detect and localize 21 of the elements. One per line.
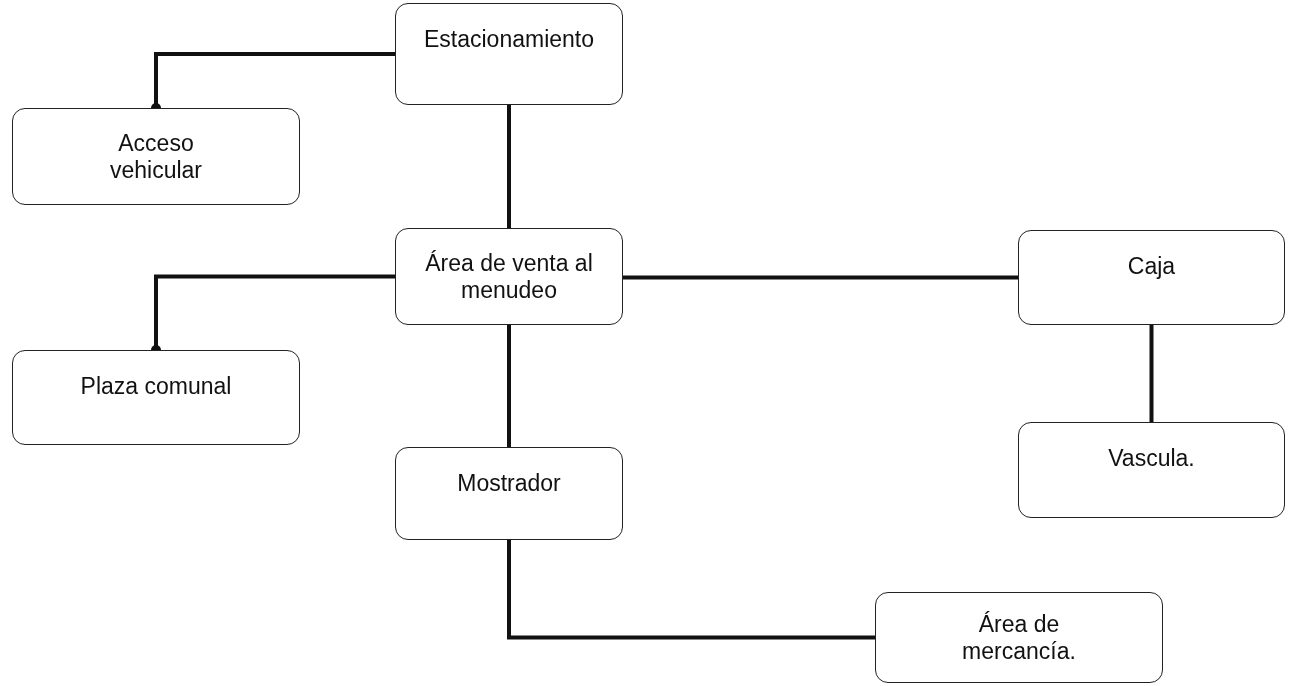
connector-line	[507, 325, 511, 447]
box-label: Mostrador	[457, 470, 561, 497]
box-label: Plaza comunal	[80, 373, 232, 400]
box-label: Área de mercancía.	[961, 611, 1077, 664]
box-label: Vascula.	[1108, 445, 1195, 472]
rounded-box	[395, 447, 623, 540]
connector-line	[1149, 325, 1154, 422]
box-label: Caja	[1127, 253, 1176, 280]
rounded-box	[1018, 230, 1285, 325]
box-label: Estacionamiento	[423, 26, 594, 53]
box-label: Acceso vehicular	[108, 130, 203, 183]
connector-line	[623, 275, 1018, 280]
rounded-box	[875, 592, 1163, 683]
box-label: Área de venta al menudeo	[424, 250, 594, 303]
rounded-box	[395, 228, 623, 325]
connector-line	[507, 105, 511, 228]
rounded-box	[395, 3, 623, 105]
rounded-box	[12, 350, 300, 445]
rounded-box	[12, 108, 300, 205]
connector-line	[507, 540, 875, 640]
rounded-box	[1018, 422, 1285, 518]
